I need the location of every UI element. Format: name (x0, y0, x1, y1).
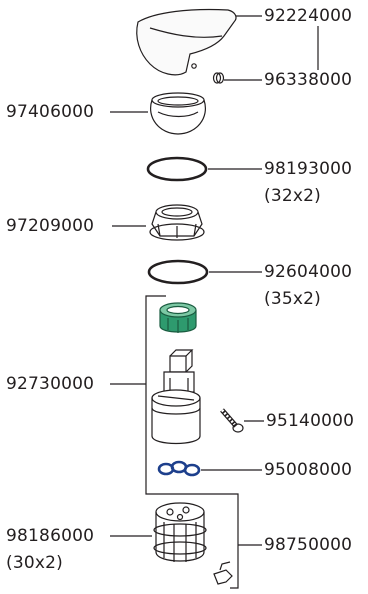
part-number-95140000: 95140000 (266, 411, 355, 431)
cap-drawing (150, 92, 206, 135)
part-number-97406000: 97406000 (6, 102, 95, 122)
green-adapter-drawing (159, 302, 197, 333)
seals-drawing (157, 460, 201, 477)
part-number-92604000: 92604000 (264, 262, 353, 282)
clip-drawing (213, 561, 233, 585)
lever-handle-drawing (136, 8, 237, 76)
part-number-98186000: 98186000 (6, 526, 95, 546)
part-number-95008000: 95008000 (264, 460, 353, 480)
part-number-97209000: 97209000 (6, 216, 95, 236)
cartridge-bracket (145, 295, 239, 589)
part-note-98193000: (32x2) (264, 186, 321, 206)
part-number-96338000: 96338000 (264, 70, 353, 90)
o-ring-35-drawing (147, 259, 209, 285)
cartridge-drawing (151, 349, 201, 445)
screw-drawing (220, 408, 244, 433)
part-number-98750000: 98750000 (264, 535, 353, 555)
lower-cartridge-drawing (153, 502, 207, 562)
part-note-92604000: (35x2) (264, 289, 321, 309)
set-screw-drawing (212, 72, 225, 84)
o-ring-32-drawing (146, 156, 208, 182)
part-number-98193000: 98193000 (264, 159, 353, 179)
part-number-92730000: 92730000 (6, 374, 95, 394)
part-number-92224000: 92224000 (264, 6, 353, 26)
hex-nut-drawing (149, 204, 205, 241)
part-note-98186000: (30x2) (6, 553, 63, 573)
